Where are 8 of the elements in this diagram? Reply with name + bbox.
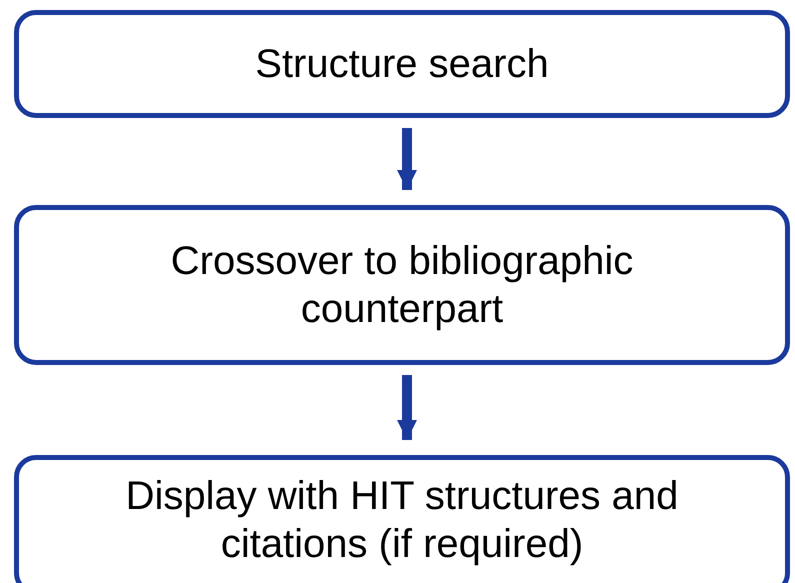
box-label: Crossover to bibliographic counterpart (170, 238, 634, 333)
process-box (14, 10, 790, 118)
box-label: Display with HIT structures and citations (if required) (124, 473, 680, 568)
arrow (397, 375, 417, 440)
arrow (397, 128, 417, 190)
box-label: Structure search (255, 41, 549, 88)
process-box (14, 205, 790, 365)
process-box (14, 455, 790, 583)
